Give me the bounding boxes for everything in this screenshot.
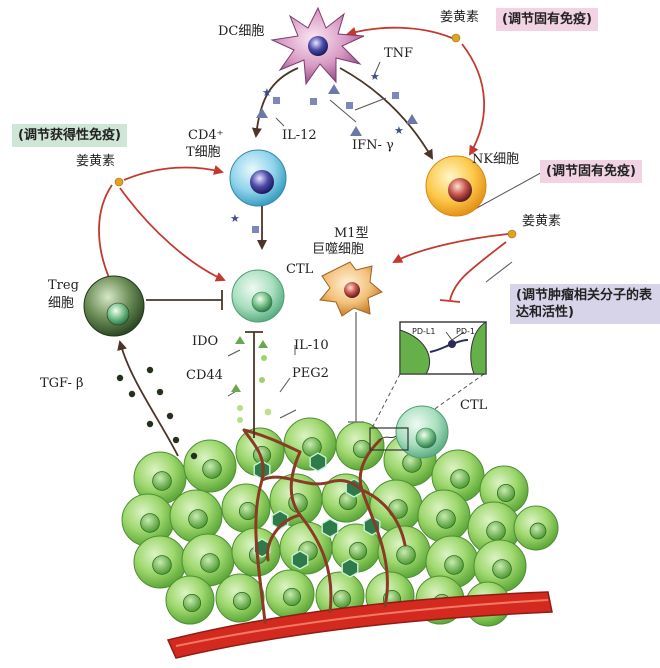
dark-arrows xyxy=(117,67,434,457)
peg2-label: PEG2 xyxy=(292,366,329,381)
nk-cell xyxy=(425,155,487,217)
curcumin-arrows xyxy=(119,26,509,282)
m1-label-line2: 巨噬细胞 xyxy=(312,242,365,257)
ido-label: IDO xyxy=(192,334,219,349)
ifn-gamma-label: IFN- γ xyxy=(352,138,394,153)
treg-label-line1: Treg xyxy=(48,278,79,293)
ctl-right-label: CTL xyxy=(460,398,488,413)
treg-cell xyxy=(83,275,145,337)
svg-text:★: ★ xyxy=(262,86,272,99)
svg-text:★: ★ xyxy=(394,124,404,137)
il12-label: IL-12 xyxy=(282,128,317,143)
curcumin-label-right: 姜黄素 xyxy=(522,214,562,229)
pd-l1-label: PD-L1 xyxy=(412,327,436,336)
nk-cell-label: NK细胞 xyxy=(472,152,520,167)
pd-1-label: PD-1 xyxy=(456,327,475,336)
cd4-label-line2: T细胞 xyxy=(186,145,221,160)
acquired-immunity-box: (调节获得性免疫) xyxy=(12,124,127,147)
blood-vessel xyxy=(166,591,553,659)
innate-immunity-box-right: (调节固有免疫) xyxy=(540,160,642,183)
curcumin-pd-inhibition xyxy=(439,241,507,303)
cytokine-symbols: ★ ★ ★ ★ xyxy=(230,70,418,233)
curcumin-treg-inhibition xyxy=(98,184,121,284)
cd4-t-cell xyxy=(229,149,287,207)
tgf-beta-dots xyxy=(116,366,198,460)
dc-cell xyxy=(270,6,365,86)
innate-immunity-box-top: (调节固有免疫) xyxy=(496,8,598,31)
curcumin-dots xyxy=(114,33,517,239)
ctl-label: CTL xyxy=(286,262,314,277)
tumor-molecule-box: (调节肿瘤相关分子的表达和活性) xyxy=(510,284,660,324)
ctl-cell xyxy=(231,269,285,323)
tgf-beta-label: TGF- β xyxy=(40,376,84,391)
treg-ctl-inhibition xyxy=(146,290,223,310)
m1-macrophage xyxy=(319,261,383,317)
curcumin-label-left: 姜黄素 xyxy=(76,154,116,169)
il10-label: IL-10 xyxy=(294,338,329,353)
tumor-vessels xyxy=(242,428,407,624)
treg-label-line2: 细胞 xyxy=(48,296,75,311)
dc-cell-label: DC细胞 xyxy=(218,24,265,39)
pd1-zoom-box xyxy=(399,321,487,375)
pd1-source-box xyxy=(369,427,409,451)
tnf-label: TNF xyxy=(384,46,414,61)
connector-lines xyxy=(227,61,547,419)
ctl-cell-right xyxy=(395,405,449,459)
curcumin-label-top: 姜黄素 xyxy=(440,10,480,25)
m1-label-line1: M1型 xyxy=(334,226,369,241)
molecule-symbols xyxy=(231,336,272,423)
cd44-label: CD44 xyxy=(186,368,223,383)
svg-text:★: ★ xyxy=(370,70,380,83)
tumor-mass xyxy=(121,417,559,627)
tumor-ctl-inhibition xyxy=(245,331,263,438)
cd4-label-line1: CD4⁺ xyxy=(188,128,224,143)
svg-text:★: ★ xyxy=(230,212,240,225)
macrophage-tumor-inhibition xyxy=(348,312,364,423)
